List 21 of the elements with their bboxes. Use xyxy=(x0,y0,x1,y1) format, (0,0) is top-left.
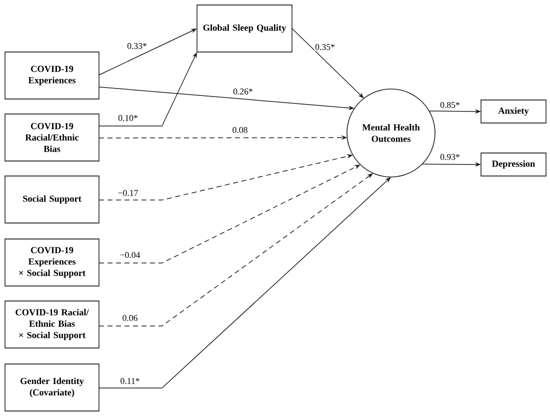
variable-box: COVID-19 Racial/ Ethnic Bias × Social Support xyxy=(4,300,100,348)
edge-label: 0.85* xyxy=(439,101,461,109)
edge-label: 0.35* xyxy=(314,43,336,51)
variable-box: COVID-19 Experiences xyxy=(4,52,100,100)
variable-box: Anxiety xyxy=(480,100,546,124)
variable-box: Depression xyxy=(480,152,546,176)
variable-box: COVID-19 Racial/Ethnic Bias xyxy=(4,114,100,162)
edge-label: 0.33* xyxy=(126,42,148,50)
variable-box: COVID-19 Experiences × Social Support xyxy=(4,238,100,286)
variable-box: Global Sleep Quality xyxy=(196,4,292,52)
edge-label: 0.08 xyxy=(232,126,248,134)
variable-box: Social Support xyxy=(4,176,100,224)
edge-label: 0.26* xyxy=(232,88,254,96)
edge-label: 0.10* xyxy=(117,114,139,122)
edge-label: 0.06 xyxy=(122,314,138,322)
variable-box: Gender Identity (Covariate) xyxy=(4,364,100,412)
edge-label: −0.04 xyxy=(119,251,141,259)
edge-label: −0.17 xyxy=(117,189,139,197)
edge-label: 0.93* xyxy=(439,153,461,161)
edge-label: 0.11* xyxy=(119,377,141,385)
arrow xyxy=(98,177,391,388)
